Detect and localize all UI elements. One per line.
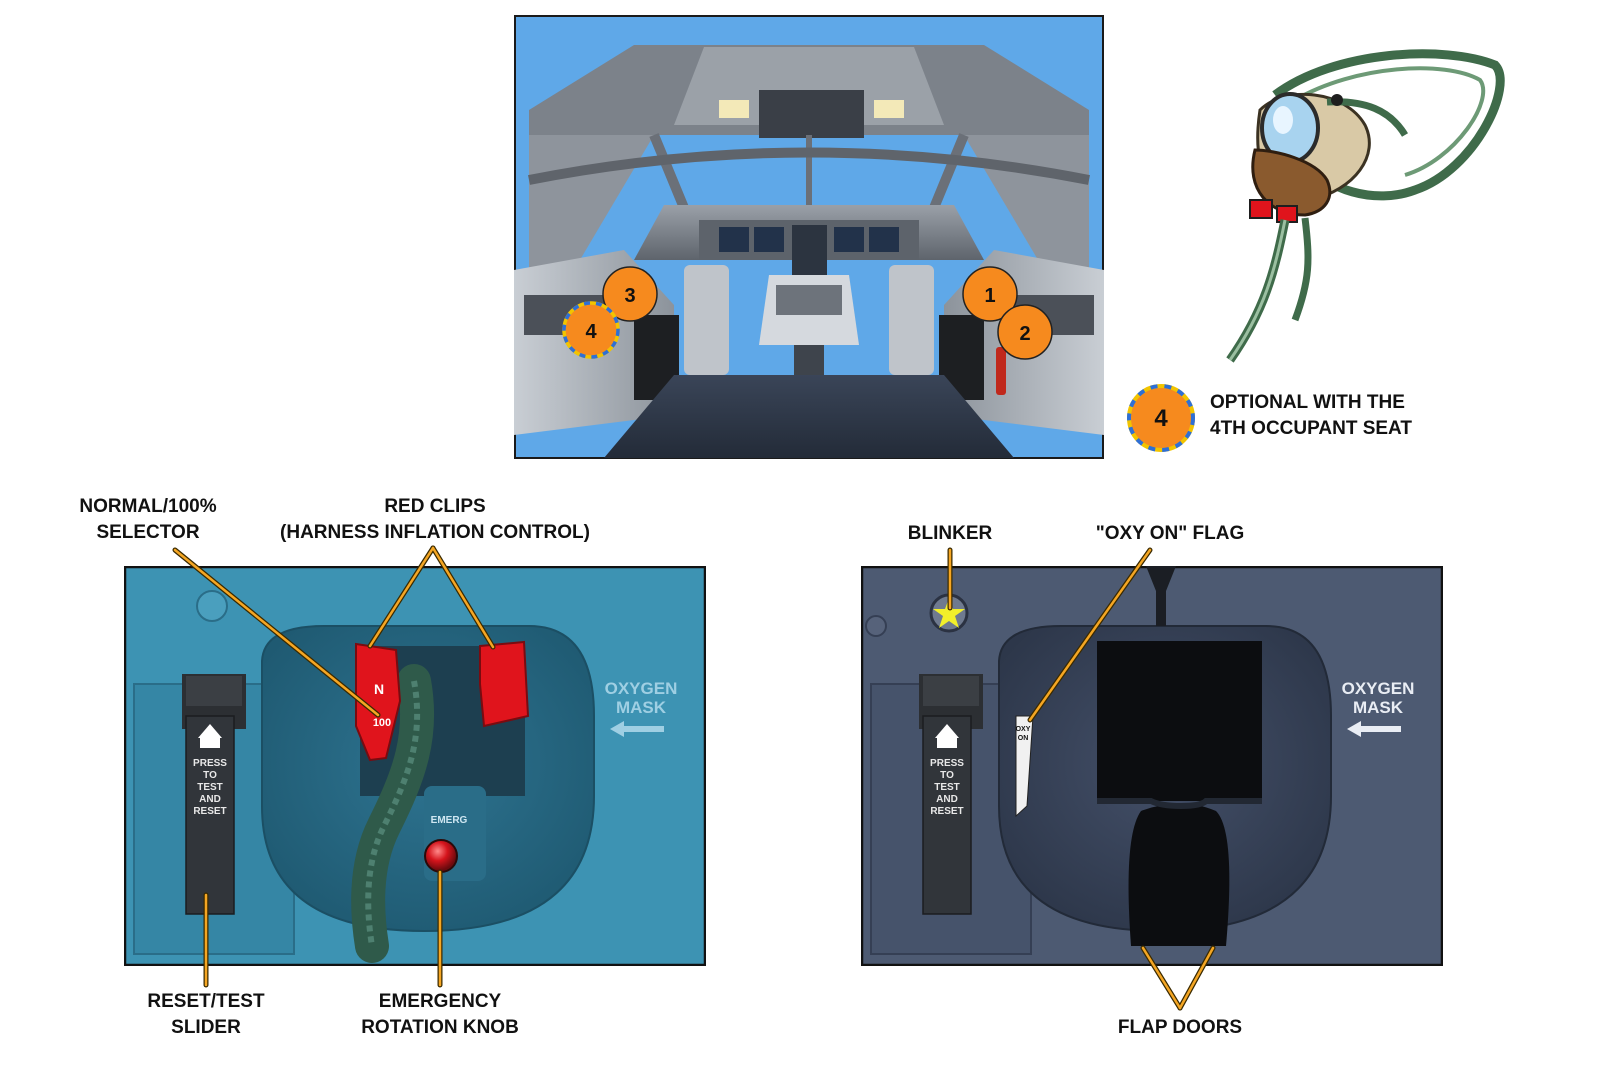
reset-test-slider[interactable] <box>185 715 235 915</box>
svg-text:RESET: RESET <box>193 806 226 817</box>
stow-arrow-icon-right <box>1347 721 1401 737</box>
svg-text:RESET: RESET <box>930 806 963 817</box>
svg-text:4: 4 <box>1154 405 1168 432</box>
svg-text:TO: TO <box>203 770 217 781</box>
label-blinker: BLINKER <box>907 523 993 544</box>
slider-text: PRESS TO TEST AND RESET <box>193 758 227 817</box>
label-knob-line1: EMERGENCY <box>378 991 502 1012</box>
stow-text-mask-right: MASK <box>1353 698 1404 717</box>
oxy-on-flag <box>1015 715 1034 818</box>
right-mask-box-panel: OXY ON PRESS TO TEST AND RESET OXYGEN MA… <box>861 566 1443 966</box>
blinker-star-icon <box>933 598 965 628</box>
legend-text-line1: OPTIONAL WITH THE <box>1210 392 1405 413</box>
selector-mark-100: 100 <box>373 717 391 729</box>
label-emergency-rotation-knob: EMERGENCY ROTATION KNOB <box>330 989 550 1041</box>
label-normal-100-selector: NORMAL/100% SELECTOR <box>48 494 248 546</box>
label-selector-line2: SELECTOR <box>96 522 200 543</box>
label-red-clips: RED CLIPS (HARNESS INFLATION CONTROL) <box>250 494 620 546</box>
legend-text-line2: 4TH OCCUPANT SEAT <box>1210 418 1412 439</box>
slider-text-right: PRESS TO TEST AND RESET <box>930 758 964 817</box>
svg-text:3: 3 <box>624 285 635 307</box>
svg-text:2: 2 <box>1019 323 1030 345</box>
label-clips-line2: (HARNESS INFLATION CONTROL) <box>280 522 590 543</box>
svg-text:PRESS: PRESS <box>193 758 227 769</box>
flag-text-oxy: OXY <box>1016 726 1031 733</box>
stow-text-oxygen-right: OXYGEN <box>1342 679 1415 698</box>
svg-text:TEST: TEST <box>197 782 223 793</box>
cockpit-illustration <box>514 15 1104 459</box>
label-slider-line1: RESET/TEST <box>147 991 265 1012</box>
flag-text-on: ON <box>1018 735 1029 742</box>
svg-text:TO: TO <box>940 770 954 781</box>
flap-door-lower[interactable] <box>1128 803 1230 947</box>
label-knob-line2: ROTATION KNOB <box>361 1017 519 1038</box>
stow-arrow-icon <box>610 721 664 737</box>
label-slider-line2: SLIDER <box>171 1017 241 1038</box>
legend-badge-optional: 4 <box>1127 384 1195 452</box>
stow-text-oxygen: OXYGEN <box>605 679 678 698</box>
label-selector-line1: NORMAL/100% <box>79 496 217 517</box>
stow-text-mask: MASK <box>616 698 667 717</box>
label-reset-test-slider: RESET/TEST SLIDER <box>106 989 306 1041</box>
flap-door-upper[interactable] <box>1097 641 1262 801</box>
knob-mark-emerg: EMERG <box>431 815 468 826</box>
badge-position-1: 1 <box>962 266 1018 322</box>
badge-position-2: 2 <box>997 304 1053 360</box>
svg-text:AND: AND <box>199 794 221 805</box>
svg-text:TEST: TEST <box>934 782 960 793</box>
badge-position-4-optional: 4 <box>562 301 620 359</box>
svg-text:4: 4 <box>585 321 597 343</box>
label-clips-line1: RED CLIPS <box>384 496 486 517</box>
label-oxy-on-flag: "OXY ON" FLAG <box>1095 523 1245 544</box>
selector-mark-n: N <box>374 681 384 697</box>
badge-position-3: 3 <box>602 266 658 322</box>
left-mask-box-panel: N 100 EMERG PRESS TO TEST AND RESET OXYG… <box>124 566 706 966</box>
reset-test-slider-right[interactable] <box>922 715 972 915</box>
svg-text:AND: AND <box>936 794 958 805</box>
label-flap-doors: FLAP DOORS <box>1117 1017 1243 1038</box>
oxygen-mask-illustration <box>1226 49 1505 363</box>
svg-text:1: 1 <box>984 285 995 307</box>
svg-text:PRESS: PRESS <box>930 758 964 769</box>
